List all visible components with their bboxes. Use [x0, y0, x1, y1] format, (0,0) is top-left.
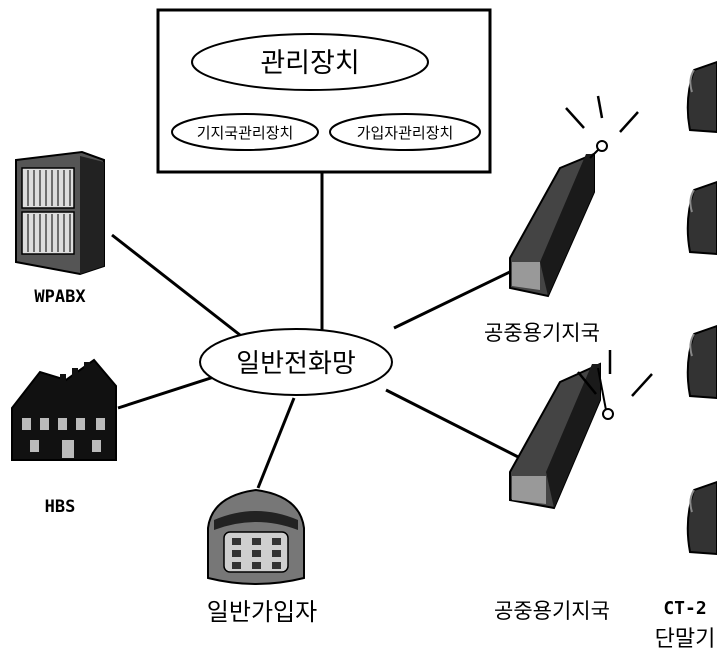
handset-icon — [686, 480, 717, 556]
management-sub-right: 가입자관리장치 — [357, 124, 454, 142]
base-station-bottom-label: 공중용기지국 — [494, 599, 610, 623]
management-sub-left: 기지국관리장치 — [197, 124, 294, 142]
pbx-cabinet-icon — [15, 150, 105, 276]
terminal-label-line2: 단말기 — [655, 627, 716, 652]
hbs-label: HBS — [45, 497, 76, 517]
subscriber-label: 일반가입자 — [207, 598, 317, 626]
link-hbs — [117, 373, 221, 410]
base-station-icon — [509, 140, 608, 298]
management-main-ellipse — [191, 33, 429, 91]
network-label: 일반전화망 — [236, 349, 356, 379]
network-node: 일반전화망 — [199, 328, 393, 396]
handset-icon — [686, 324, 717, 400]
link-base-top — [393, 266, 519, 330]
management-sub-left-ellipse — [171, 113, 319, 151]
handset-icon — [686, 180, 717, 256]
management-box: 관리장치 기지국관리장치 가입자관리장치 — [156, 8, 492, 174]
connection-lines — [111, 172, 529, 489]
telephone-icon — [207, 488, 305, 585]
base-station-top-label: 공중용기지국 — [484, 321, 600, 345]
terminal-label-line1: CT-2 — [663, 598, 706, 619]
management-title: 관리장치 — [260, 48, 359, 79]
link-base-bottom — [385, 388, 529, 464]
base-station-icon — [509, 362, 614, 510]
link-wpabx — [111, 233, 241, 337]
wpabx-label: WPABX — [34, 287, 86, 307]
handset-icon — [686, 60, 717, 134]
management-sub-right-ellipse — [329, 113, 481, 151]
house-icon — [11, 358, 117, 461]
link-subscriber — [256, 397, 296, 489]
signal-rays-top — [565, 95, 639, 133]
signal-rays-bottom — [577, 350, 653, 397]
network-ellipse — [199, 328, 393, 396]
